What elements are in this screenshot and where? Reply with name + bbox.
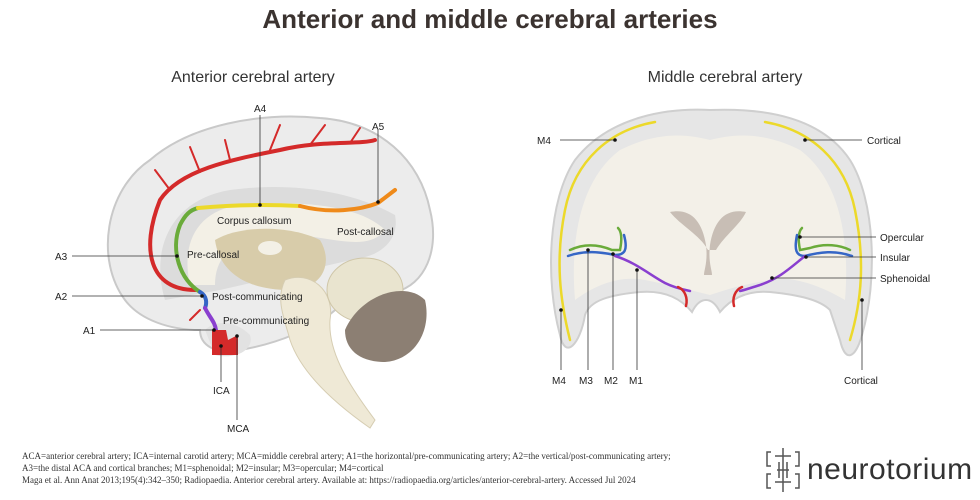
segment-post-communicating: Post-communicating — [212, 292, 303, 303]
label-a2: A2 — [55, 292, 68, 303]
brand-logo: neurotorium — [765, 448, 973, 492]
neurotorium-logo-icon — [766, 448, 800, 492]
brand-name: neurotorium — [807, 453, 973, 486]
m1-sphenoidal-right — [738, 254, 807, 293]
label-cortical-top: Cortical — [867, 136, 901, 147]
mca-leaders — [560, 139, 876, 370]
segment-pre-callosal: Pre-callosal — [187, 250, 239, 261]
mca-points — [559, 138, 864, 312]
page-title: Anterior and middle cerebral arteries — [262, 4, 718, 34]
label-m4-bottom: M4 — [552, 376, 566, 387]
cerebellum — [345, 291, 427, 362]
label-m2: M2 — [604, 376, 618, 387]
footer-abbreviations-1: ACA=anterior cerebral artery; ICA=intern… — [22, 451, 671, 461]
ica-stub-left — [676, 285, 688, 308]
mca-subtitle: Middle cerebral artery — [647, 69, 803, 86]
coronal-brain — [550, 108, 873, 357]
label-a1: A1 — [83, 326, 96, 337]
label-insular: Insular — [880, 253, 911, 264]
thalamus — [215, 228, 326, 290]
segment-corpus-callosum: Corpus callosum — [217, 216, 291, 227]
label-sphenoidal: Sphenoidal — [880, 274, 930, 285]
ventricles — [670, 211, 746, 275]
segment-pre-communicating: Pre-communicating — [223, 316, 309, 327]
label-a3: A3 — [55, 252, 68, 263]
a1-pre-communicating — [203, 306, 218, 332]
label-opercular: Opercular — [880, 233, 925, 244]
footer-abbreviations-2: A3=the distal ACA and cortical branches;… — [22, 463, 384, 473]
cortical-twig — [154, 124, 361, 321]
ica-stub-right — [732, 285, 744, 308]
label-m3: M3 — [579, 376, 593, 387]
thalamus-inner — [258, 241, 282, 255]
segment-post-callosal: Post-callosal — [337, 227, 394, 238]
label-mca: MCA — [227, 424, 250, 435]
label-cortical-bottom: Cortical — [844, 376, 878, 387]
label-m1: M1 — [629, 376, 643, 387]
aca-points — [175, 200, 380, 348]
a3-pre-callosal — [174, 206, 202, 294]
m1-sphenoidal-left — [613, 254, 692, 293]
corpus-callosum — [187, 203, 385, 285]
label-a5: A5 — [372, 122, 385, 133]
a3-cortical-branch — [148, 138, 377, 292]
white-matter — [573, 135, 847, 300]
m4-cortical-right — [763, 120, 863, 342]
ica — [212, 330, 238, 355]
aca-subtitle: Anterior cerebral artery — [171, 69, 335, 86]
footer-reference: Maga et al. Ann Anat 2013;195(4):342–350… — [22, 475, 636, 485]
label-ica: ICA — [213, 386, 230, 397]
label-a4: A4 — [254, 104, 267, 115]
m4-cortical-left — [558, 120, 657, 342]
m3-opercular-right — [797, 226, 852, 252]
m3-opercular-left — [568, 226, 623, 252]
label-m4-top: M4 — [537, 136, 551, 147]
aca-leaders — [72, 115, 379, 420]
a4-callosal — [196, 202, 302, 210]
